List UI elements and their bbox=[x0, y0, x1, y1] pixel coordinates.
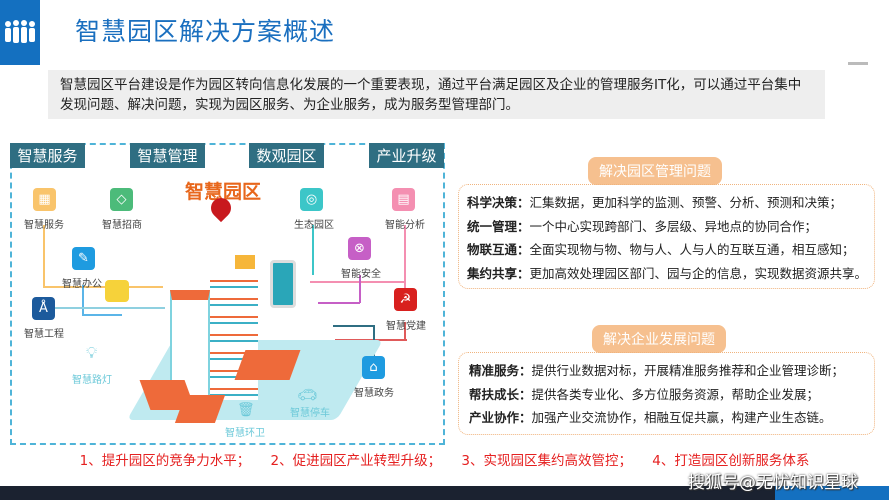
goals-line: 1、提升园区的竞争力水平； 2、促进园区产业转型升级； 3、实现园区集约高效管控… bbox=[0, 453, 889, 470]
list-item: 帮扶成长：提供各类专业化、多方位服务资源，帮助企业发展； bbox=[469, 383, 866, 407]
goal-item: 1、提升园区的竞争力水平； bbox=[79, 453, 251, 469]
item-text: 提供各类专业化、多方位服务资源，帮助企业发展； bbox=[531, 386, 820, 402]
list-item: 集约共享：更加高效处理园区部门、园与企的信息，实现数据资源共享。 bbox=[467, 262, 868, 286]
connector-line bbox=[82, 314, 122, 316]
header-logo bbox=[0, 0, 40, 65]
item-key: 精准服务： bbox=[469, 363, 532, 378]
intro-text: 智慧园区平台建设是作为园区转向信息化发展的一个重要表现，通过平台满足园区及企业的… bbox=[48, 70, 825, 119]
item-key: 产业协作： bbox=[469, 410, 532, 425]
module-label: 生态园区 bbox=[294, 220, 334, 231]
connector-line bbox=[404, 225, 406, 303]
chat-icon bbox=[105, 280, 129, 302]
connector-line bbox=[82, 285, 84, 315]
compass-icon: Å bbox=[32, 297, 55, 320]
tab-smart-service: 智慧服务 bbox=[10, 143, 85, 168]
connector-line bbox=[55, 307, 165, 309]
item-key: 集约共享： bbox=[467, 265, 530, 281]
connector-line bbox=[312, 225, 314, 275]
connector-line bbox=[43, 286, 163, 288]
watermark: 搜狐号@无忧知识星球 bbox=[688, 473, 858, 493]
list-item: 精准服务：提供行业数据对标，开展精准服务推荐和企业管理诊断； bbox=[469, 359, 866, 383]
connector-line bbox=[359, 275, 361, 303]
item-text: 汇集数据，更加科学的监测、预警、分析、预测和决策； bbox=[529, 195, 843, 210]
tab-smart-management: 智慧管理 bbox=[130, 143, 205, 168]
list-item: 统一管理：一个中心实现跨部门、多层级、异地点的协同合作； bbox=[467, 215, 866, 239]
divider bbox=[848, 62, 868, 65]
module-label: 智慧路灯 bbox=[72, 375, 112, 386]
building bbox=[210, 270, 258, 400]
connector-line bbox=[43, 225, 45, 287]
item-key: 帮扶成长： bbox=[469, 386, 532, 402]
item-text: 加强产业交流协作，相融互促共赢，构建产业生态链。 bbox=[531, 410, 832, 425]
goal-item: 4、打造园区创新服务体系 bbox=[652, 453, 810, 469]
enterprise-list: 精准服务：提供行业数据对标，开展精准服务推荐和企业管理诊断； 帮扶成长：提供各类… bbox=[458, 352, 875, 435]
government-building-icon: ⌂ bbox=[362, 356, 385, 379]
phone-icon bbox=[270, 260, 296, 308]
item-key: 科学决策： bbox=[467, 195, 530, 210]
trash-bin-icon: 🗑︎ bbox=[237, 402, 255, 418]
enterprise-section-title: 解决企业发展问题 bbox=[592, 325, 726, 353]
connector-line bbox=[318, 302, 360, 304]
module-label: 智能分析 bbox=[385, 220, 425, 231]
eco-icon: ◎ bbox=[300, 188, 323, 211]
diagram-frame bbox=[10, 143, 445, 445]
item-text: 全面实现物与物、物与人、人与人的互联互通，相互感知； bbox=[529, 242, 855, 257]
item-key: 物联互通： bbox=[467, 242, 530, 257]
envelope-icon bbox=[235, 255, 255, 269]
lightbulb-icon: 💡︎ bbox=[86, 343, 98, 362]
city-illustration bbox=[105, 230, 384, 440]
goal-item: 2、促进园区产业转型升级； bbox=[270, 453, 442, 469]
security-lock-icon: ⊗ bbox=[348, 237, 371, 260]
tab-industry-upgrade: 产业升级 bbox=[369, 143, 444, 168]
party-emblem-icon: ☭ bbox=[394, 288, 417, 311]
module-label: 智慧党建 bbox=[386, 321, 426, 332]
connector-line bbox=[310, 281, 406, 283]
roof bbox=[234, 350, 301, 380]
item-key: 统一管理： bbox=[467, 218, 530, 234]
management-section-title: 解决园区管理问题 bbox=[588, 157, 722, 185]
shopping-cart-icon: ▦ bbox=[33, 188, 56, 211]
footer-accent bbox=[775, 486, 889, 500]
module-label: 智慧政务 bbox=[354, 388, 394, 399]
office-supplies-icon: ✎ bbox=[72, 247, 95, 270]
list-item: 科学决策：汇集数据，更加科学的监测、预警、分析、预测和决策； bbox=[467, 191, 866, 215]
item-text: 更加高效处理园区部门、园与企的信息，实现数据资源共享。 bbox=[529, 265, 868, 281]
module-label: 智慧办公 bbox=[62, 279, 102, 290]
connector-line bbox=[404, 322, 406, 340]
analysis-icon: ▤ bbox=[392, 188, 415, 211]
handshake-icon: ◇ bbox=[110, 188, 133, 211]
module-label: 智慧招商 bbox=[102, 220, 142, 231]
list-item: 产业协作：加强产业交流协作，相融互促共赢，构建产业生态链。 bbox=[469, 406, 866, 430]
item-text: 一个中心实现跨部门、多层级、异地点的协同合作； bbox=[529, 218, 818, 234]
goal-item: 3、实现园区集约高效管控； bbox=[461, 453, 632, 469]
page-title: 智慧园区解决方案概述 bbox=[75, 17, 336, 46]
connector-line bbox=[333, 325, 373, 327]
module-label: 智慧服务 bbox=[24, 220, 64, 231]
center-title: 智慧园区 bbox=[185, 181, 262, 203]
people-group-icon bbox=[5, 19, 35, 43]
management-list: 科学决策：汇集数据，更加科学的监测、预警、分析、预测和决策； 统一管理：一个中心… bbox=[458, 184, 875, 289]
module-label: 智慧停车 bbox=[290, 408, 330, 419]
module-label: 智慧环卫 bbox=[225, 428, 265, 439]
module-label: 智能安全 bbox=[341, 269, 381, 280]
module-label: 智慧工程 bbox=[24, 329, 64, 340]
list-item: 物联互通：全面实现物与物、物与人、人与人的互联互通，相互感知； bbox=[467, 238, 866, 262]
car-parking-icon: 🚗︎ bbox=[297, 385, 318, 404]
item-text: 提供行业数据对标，开展精准服务推荐和企业管理诊断； bbox=[531, 363, 845, 378]
tab-data-park: 数观园区 bbox=[249, 143, 324, 168]
footer-bar bbox=[0, 486, 889, 500]
